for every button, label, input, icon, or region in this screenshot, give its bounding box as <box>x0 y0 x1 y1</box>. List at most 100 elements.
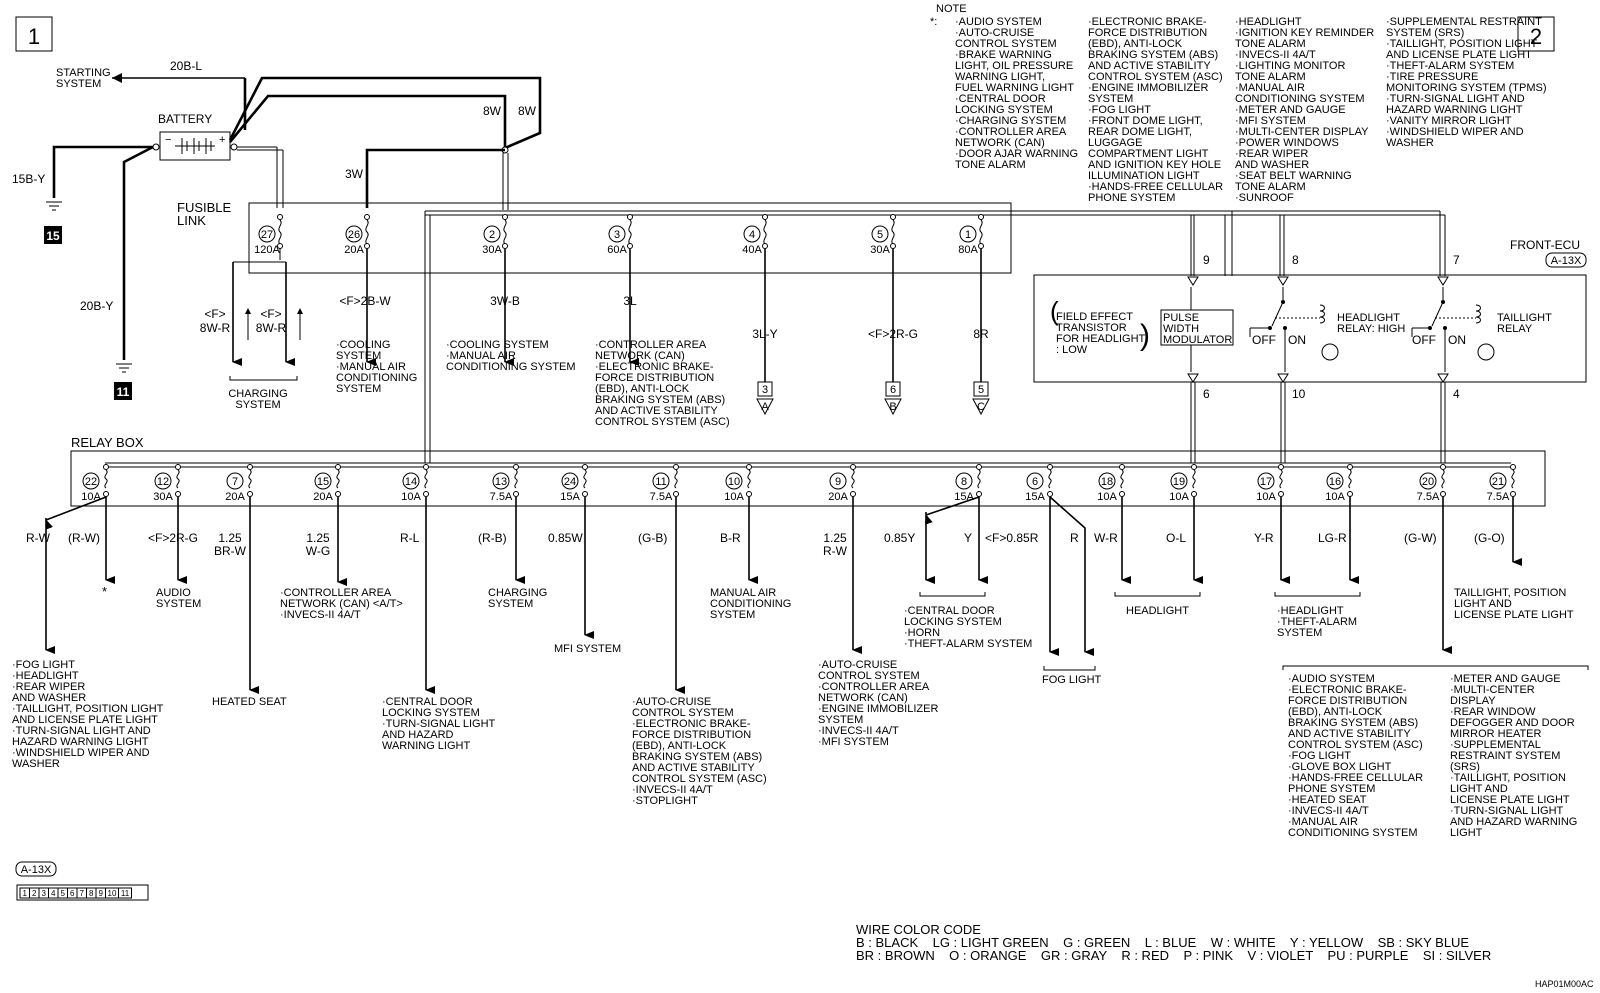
connector-pin-label: 1 <box>23 889 28 898</box>
destination-label: ·HEADLIGHT <box>12 670 79 682</box>
note-item: ·ELECTRONIC BRAKE- <box>1088 16 1207 28</box>
note-item: WASHER <box>1386 137 1434 149</box>
note-item: CONTROL SYSTEM (ASC) <box>1088 71 1223 83</box>
wire-label: R-L <box>400 531 420 545</box>
ecu-output-item: ·AUDIO SYSTEM <box>1288 673 1375 685</box>
destination-label: TAILLIGHT, POSITION <box>1454 587 1566 599</box>
svg-text:−: − <box>165 134 171 146</box>
svg-text:*:: *: <box>930 16 937 28</box>
wire-label: 0.85Y <box>884 531 915 545</box>
note-item: TONE ALARM <box>1235 38 1306 50</box>
ecu-output-item: DEFOGGER AND DOOR <box>1450 717 1575 729</box>
wire-label: 3L-Y <box>752 327 777 341</box>
svg-text:6: 6 <box>1032 476 1038 488</box>
svg-text:4: 4 <box>749 229 755 241</box>
destination-label: ·AUTO-CRUISE <box>632 696 711 708</box>
ecu-output-item: ·ELECTRONIC BRAKE- <box>1288 684 1407 696</box>
ecu-output-item: ·SUPPLEMENTAL <box>1450 739 1541 751</box>
connector-pin-label: 9 <box>99 889 104 898</box>
fusible-link-box: FUSIBLE LINK 27120A2620A<F>2B-W·COOLINGS… <box>177 200 1232 463</box>
battery-section: STARTING SYSTEM 20B-L BATTERY − + 15B-Y … <box>12 59 542 400</box>
destination-label: AND HAZARD <box>382 729 454 741</box>
wire-label: (G-W) <box>1404 531 1437 545</box>
destination-label: ·HORN <box>904 627 940 639</box>
destination-label: NETWORK (CAN) <A/T> <box>280 598 403 610</box>
ground-15 <box>44 226 62 244</box>
note-item: ·AUTO-CRUISE <box>955 27 1034 39</box>
relay-box-title: RELAY BOX <box>71 435 144 450</box>
wire-20b-y: 20B-Y <box>80 299 113 313</box>
relay-box-fuse-20: 207.5A <box>1417 464 1446 503</box>
destination-label: CONTROL SYSTEM (ASC) <box>632 773 767 785</box>
note-column-2: ·ELECTRONIC BRAKE-FORCE DISTRIBUTION(EBD… <box>1088 16 1223 204</box>
destination-label: ·INVECS-II 4A/T <box>818 725 899 737</box>
note-item: ·FRONT DOME LIGHT, <box>1088 115 1203 127</box>
svg-text:9: 9 <box>835 476 841 488</box>
svg-text:RELAY: RELAY <box>1497 323 1533 335</box>
wire-label: 1.25 <box>218 531 242 545</box>
battery-symbol <box>159 131 231 161</box>
svg-text:20A: 20A <box>225 491 245 503</box>
destination-label: WASHER <box>12 758 60 770</box>
svg-text:6: 6 <box>1203 387 1210 401</box>
destination-label: AND WASHER <box>12 692 86 704</box>
ecu-output-item: RESTRAINT SYSTEM <box>1450 750 1560 762</box>
relay-box-fuse-13: 137.5A <box>490 464 519 503</box>
ecu-output-list: ·AUDIO SYSTEM·ELECTRONIC BRAKE-FORCE DIS… <box>1282 665 1589 839</box>
wire-label: LG-R <box>1318 531 1347 545</box>
svg-text:BR-W: BR-W <box>214 544 247 558</box>
svg-text:30A: 30A <box>153 491 173 503</box>
destination-label: ·ENGINE IMMOBILIZER <box>818 703 938 715</box>
svg-text:W-G: W-G <box>306 544 330 558</box>
wire-label: Y <box>964 531 972 545</box>
ecu-output-item: AND HAZARD WARNING <box>1450 816 1577 828</box>
wire-label: 1.25 <box>306 531 330 545</box>
connector-pin-label: 8 <box>89 889 94 898</box>
destination-label: SYSTEM <box>156 598 201 610</box>
svg-text:HEADLIGHT: HEADLIGHT <box>1337 312 1400 324</box>
svg-text:4: 4 <box>1453 387 1460 401</box>
ecu-output-item: CONTROL SYSTEM (ASC) <box>1288 739 1423 751</box>
destination-label: BRAKING SYSTEM (ABS) <box>632 751 762 763</box>
note-item: LOCKING SYSTEM <box>955 104 1053 116</box>
svg-text:27: 27 <box>261 229 273 241</box>
destination-label: SYSTEM <box>336 383 381 395</box>
destination-label: SYSTEM <box>710 609 755 621</box>
svg-text:FUSIBLE: FUSIBLE <box>177 200 232 215</box>
destination-label: ·WINDSHIELD WIPER AND <box>12 747 150 759</box>
destination-label: LICENSE PLATE LIGHT <box>1454 609 1574 621</box>
destination-label: HEATED SEAT <box>212 696 287 708</box>
note-item: ·MFI SYSTEM <box>1235 115 1306 127</box>
svg-text:14: 14 <box>405 476 417 488</box>
svg-text:19: 19 <box>1173 476 1185 488</box>
charging-feed: <F> 8W-R <F> 8W-R CHARGING SYSTEM <box>200 248 303 411</box>
destination-label: (EBD), ANTI-LOCK <box>595 383 690 395</box>
note-item: ·METER AND GAUGE <box>1235 104 1346 116</box>
wire-label: (G-O) <box>1474 531 1505 545</box>
svg-text:A-13X: A-13X <box>21 864 52 876</box>
wire-label: <F>2R-G <box>148 531 198 545</box>
destination-label: ·ELECTRONIC BRAKE- <box>632 718 751 730</box>
destination-label: CONTROL SYSTEM (ASC) <box>595 416 730 428</box>
destination-label: HEADLIGHT <box>1126 605 1189 617</box>
front-ecu: FRONT-ECU A-13X 9 8 7 ( FIELD EFFECT TRA… <box>1033 210 1587 463</box>
ecu-output-item: ·HEATED SEAT <box>1288 794 1367 806</box>
wire-label: R <box>1070 531 1079 545</box>
note-item: ·SUPPLEMENTAL RESTRAINT <box>1386 16 1542 28</box>
destination-label: ·STOPLIGHT <box>632 795 698 807</box>
svg-text:NOTE: NOTE <box>936 3 967 15</box>
svg-text:20: 20 <box>1422 476 1434 488</box>
note-item: ·AUDIO SYSTEM <box>955 16 1042 28</box>
note-item: WARNING LIGHT, <box>955 71 1045 83</box>
svg-text:16: 16 <box>1329 476 1341 488</box>
note-item: REAR DOME LIGHT, <box>1088 126 1192 138</box>
svg-text:2: 2 <box>1530 24 1542 49</box>
svg-text:21: 21 <box>1492 476 1504 488</box>
